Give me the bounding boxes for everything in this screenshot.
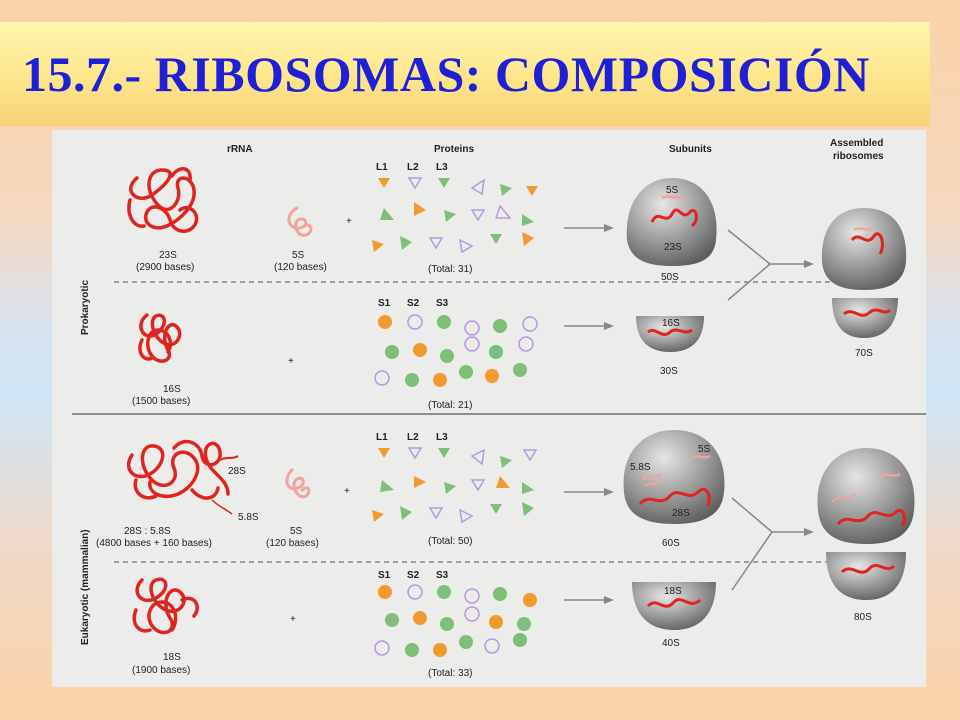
euk-28s-58s-bases: (4800 bases + 160 bases) — [96, 538, 212, 549]
euk-60s-label: 60S — [662, 538, 680, 549]
prok-50s-subunit — [626, 178, 717, 266]
header-subunits: Subunits — [669, 144, 712, 155]
euk-28s-58s-label: 28S : 5.8S — [124, 526, 171, 537]
euk-60s-58s-label: 5.8S — [630, 462, 651, 473]
euk-5s-label: 5S — [290, 526, 303, 537]
euk-5s-bases: (120 bases) — [266, 538, 319, 549]
prok-70s-assembled — [821, 208, 907, 338]
euk-28s-tag: 28S — [228, 466, 246, 477]
euk-5s-rrna-coil — [285, 468, 311, 499]
prok-large-arrow — [564, 224, 614, 232]
prok-large-plus: + — [346, 216, 352, 227]
prok-23s-bases: (2900 bases) — [136, 262, 194, 273]
prok-16s-rrna-coil — [138, 313, 182, 363]
prok-protein-s3: S3 — [436, 298, 449, 309]
euk-protein-s1: S1 — [378, 570, 391, 581]
euk-28s-rrna-coil — [126, 439, 230, 500]
euk-large-protein-triangles — [372, 447, 538, 524]
prok-small-arrow — [564, 322, 614, 330]
euk-40s-subunit — [632, 582, 716, 630]
prok-30s-16s-label: 16S — [662, 318, 680, 329]
prok-5s-bases: (120 bases) — [274, 262, 327, 273]
prok-protein-l1: L1 — [376, 162, 388, 173]
euk-18s-label: 18S — [163, 652, 181, 663]
euk-large-plus: + — [344, 486, 350, 497]
euk-58s-tag: 5.8S — [238, 512, 259, 523]
euk-large-arrow — [564, 488, 614, 496]
euk-small-protein-circles — [374, 584, 537, 657]
header-rrna: rRNA — [227, 144, 253, 155]
prok-converge-arrows — [727, 229, 814, 301]
euk-80s-assembled — [817, 448, 915, 600]
euk-protein-s2: S2 — [407, 570, 420, 581]
prok-50s-label: 50S — [661, 272, 679, 283]
prok-small-plus: + — [288, 356, 294, 367]
euk-60s-5s-label: 5S — [698, 444, 711, 455]
ribosome-diagram: rRNA Proteins Subunits Assembled ribosom… — [72, 138, 926, 679]
euk-58s-pointer — [211, 499, 233, 515]
euk-small-plus: + — [290, 614, 296, 625]
prok-30s-subunit — [636, 316, 704, 352]
ribosome-composition-figure: rRNA Proteins Subunits Assembled ribosom… — [52, 130, 926, 687]
page-title: 15.7.- RIBOSOMAS: COMPOSICIÓN — [22, 46, 870, 102]
prok-5s-rrna-coil — [287, 206, 313, 237]
prok-16s-label: 16S — [163, 384, 181, 395]
header-proteins: Proteins — [434, 144, 474, 155]
euk-18s-bases: (1900 bases) — [132, 665, 190, 676]
prok-protein-s2: S2 — [407, 298, 420, 309]
prok-large-protein-triangles — [372, 177, 538, 254]
prok-16s-bases: (1500 bases) — [132, 396, 190, 407]
euk-18s-rrna-coil — [132, 577, 199, 635]
euk-small-total: (Total: 33) — [428, 668, 472, 679]
euk-28s-pointer — [219, 455, 239, 461]
euk-60s-subunit — [623, 430, 725, 524]
euk-protein-l1: L1 — [376, 432, 388, 443]
header-assembled-1: Assembled — [830, 138, 883, 149]
prok-23s-label: 23S — [159, 250, 177, 261]
prok-large-total: (Total: 31) — [428, 264, 472, 275]
euk-80s-label: 80S — [854, 612, 872, 623]
side-label-prokaryotic: Prokaryotic — [80, 280, 91, 335]
prok-small-protein-circles — [374, 314, 538, 387]
prok-50s-23s-label: 23S — [664, 242, 682, 253]
prok-30s-label: 30S — [660, 366, 678, 377]
euk-40s-18s-label: 18S — [664, 586, 682, 597]
prok-protein-l2: L2 — [407, 162, 419, 173]
prok-protein-s1: S1 — [378, 298, 391, 309]
euk-small-arrow — [564, 596, 614, 604]
euk-large-total: (Total: 50) — [428, 536, 472, 547]
prok-50s-5s-label: 5S — [666, 185, 679, 196]
prok-5s-label: 5S — [292, 250, 305, 261]
side-label-eukaryotic: Eukaryotic (mammalian) — [80, 529, 91, 645]
prok-70s-label: 70S — [855, 348, 873, 359]
euk-protein-s3: S3 — [436, 570, 449, 581]
euk-protein-l3: L3 — [436, 432, 448, 443]
euk-40s-label: 40S — [662, 638, 680, 649]
title-banner: 15.7.- RIBOSOMAS: COMPOSICIÓN — [0, 22, 930, 126]
prok-23s-rrna-coil — [127, 167, 199, 233]
prok-protein-l3: L3 — [436, 162, 448, 173]
euk-protein-l2: L2 — [407, 432, 419, 443]
header-assembled-2: ribosomes — [833, 151, 884, 162]
prok-small-total: (Total: 21) — [428, 400, 472, 411]
euk-converge-arrows — [731, 497, 814, 591]
euk-60s-28s-label: 28S — [672, 508, 690, 519]
